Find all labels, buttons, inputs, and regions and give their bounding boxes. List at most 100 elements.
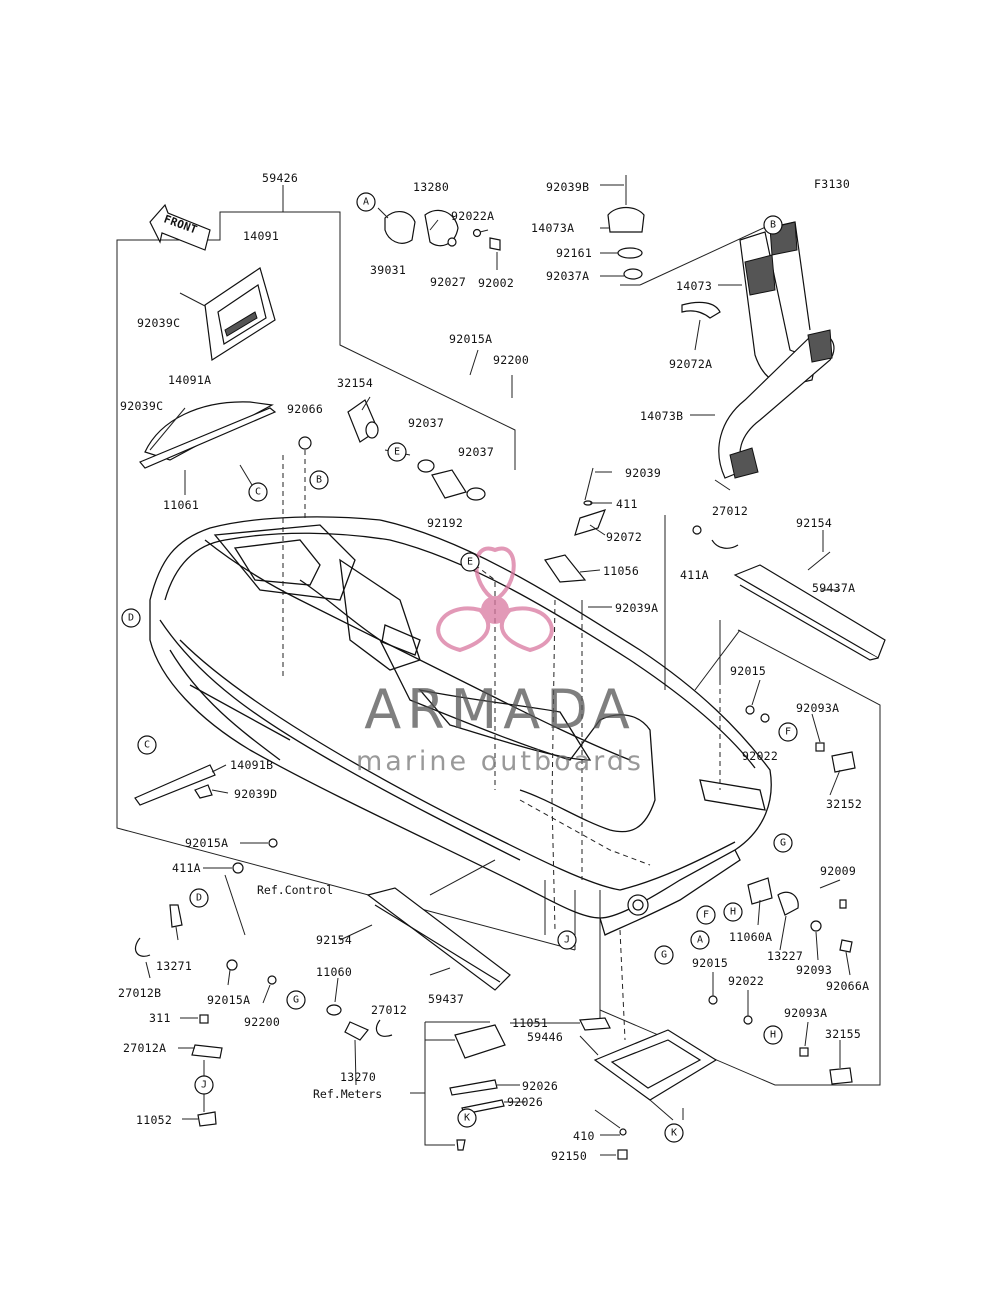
cap-39031	[384, 211, 416, 244]
part-label: 14091B	[230, 758, 273, 772]
svg-text:A: A	[363, 197, 369, 208]
part-label: 11060	[316, 965, 352, 979]
part-label: 92002	[478, 276, 514, 290]
part-label: 92066A	[826, 979, 869, 993]
part-label: 92037A	[546, 269, 589, 283]
svg-text:A: A	[697, 935, 703, 946]
part-label: 92150	[551, 1149, 587, 1163]
svg-text:F: F	[785, 727, 791, 738]
callout-h: H	[763, 1025, 783, 1045]
part-label: 92154	[316, 933, 352, 947]
callout-f: F	[696, 905, 716, 925]
part-label: 411A	[172, 861, 201, 875]
clip-27012B	[135, 937, 151, 957]
part-label: 59446	[527, 1030, 563, 1044]
part-label: 59437	[428, 992, 464, 1006]
part-label: 92015A	[185, 836, 228, 850]
part-label: 92039	[625, 466, 661, 480]
part-label: 92009	[820, 864, 856, 878]
gasket-11060	[326, 1004, 342, 1016]
part-label: 92039A	[615, 601, 658, 615]
ref-control-label: Ref.Control	[257, 883, 333, 897]
part-label: 311	[149, 1011, 171, 1025]
part-label: 92039C	[137, 316, 180, 330]
part-label: 411	[616, 497, 638, 511]
front-arrow-icon	[149, 203, 211, 251]
part-label: 13227	[767, 949, 803, 963]
bracket-11051	[579, 1017, 611, 1031]
strip-14091B	[134, 764, 216, 806]
svg-text:C: C	[144, 740, 150, 751]
part-label: 32155	[825, 1027, 861, 1041]
part-label: 92026	[522, 1079, 558, 1093]
part-label: 27012	[371, 1003, 407, 1017]
callout-b: B	[309, 470, 329, 490]
part-label: 92022	[728, 974, 764, 988]
svg-text:K: K	[671, 1128, 677, 1139]
callout-g: G	[773, 833, 793, 853]
callout-d: D	[189, 888, 209, 908]
clamp-92072A	[681, 301, 721, 319]
watermark-brand: ARMADA	[364, 678, 636, 741]
svg-text:H: H	[730, 907, 736, 918]
callouts: A A B B C C D D E E F F G G G H H J J K …	[121, 192, 798, 1143]
part-label: 92039C	[120, 399, 163, 413]
part-label: 92015A	[449, 332, 492, 346]
part-label: 92027	[430, 275, 466, 289]
svg-text:B: B	[770, 220, 776, 231]
callout-g: G	[286, 990, 306, 1010]
part-label: 92072	[606, 530, 642, 544]
svg-text:J: J	[564, 935, 570, 946]
grate-59437A	[733, 564, 886, 659]
dashed-lines	[282, 450, 721, 1041]
svg-text:C: C	[255, 487, 261, 498]
callout-j: J	[557, 930, 577, 950]
callout-d: D	[121, 608, 141, 628]
part-label: 59437A	[812, 581, 855, 595]
part-label: 92161	[556, 246, 592, 260]
part-label: 92039D	[234, 787, 277, 801]
part-label: 92026	[507, 1095, 543, 1109]
svg-text:G: G	[293, 995, 299, 1006]
part-label: 32154	[337, 376, 373, 390]
figure-code: F3130	[814, 177, 850, 191]
part-label: 11052	[136, 1113, 172, 1127]
part-label: 27012B	[118, 986, 161, 1000]
part-label: 92015	[730, 664, 766, 678]
svg-text:G: G	[780, 838, 786, 849]
svg-text:J: J	[201, 1080, 207, 1091]
part-label: 92066	[287, 402, 323, 416]
part-label: 32152	[826, 797, 862, 811]
callout-a: A	[356, 192, 376, 212]
part-label: 92037	[408, 416, 444, 430]
bracket-11056	[544, 554, 587, 583]
fitting-32155	[829, 1067, 853, 1085]
svg-text:E: E	[394, 447, 400, 458]
part-label: 92015A	[207, 993, 250, 1007]
part-label: 14073A	[531, 221, 574, 235]
part-label: 92200	[244, 1015, 280, 1029]
part-labels: F3130 59426 14091 92039C 14091A 92039C 1…	[118, 171, 869, 1163]
part-label: 27012A	[123, 1041, 166, 1055]
callout-b: B	[763, 215, 783, 235]
clip-27012	[711, 539, 739, 549]
svg-text:F: F	[703, 910, 709, 921]
part-label: 13270	[340, 1070, 376, 1084]
part-label: 92192	[427, 516, 463, 530]
svg-text:G: G	[661, 950, 667, 961]
part-label: 92037	[458, 445, 494, 459]
plug-92066	[298, 436, 312, 450]
callout-k: K	[664, 1123, 684, 1143]
part-label: 92093A	[784, 1006, 827, 1020]
fitting-13227	[777, 891, 799, 916]
part-label: 92200	[493, 353, 529, 367]
part-label: 92154	[796, 516, 832, 530]
part-label: 92022	[742, 749, 778, 763]
part-label: 59426	[262, 171, 298, 185]
part-label: 13280	[413, 180, 449, 194]
pad-59446-part	[454, 1024, 506, 1059]
part-label: 410	[573, 1129, 595, 1143]
part-label: 27012	[712, 504, 748, 518]
